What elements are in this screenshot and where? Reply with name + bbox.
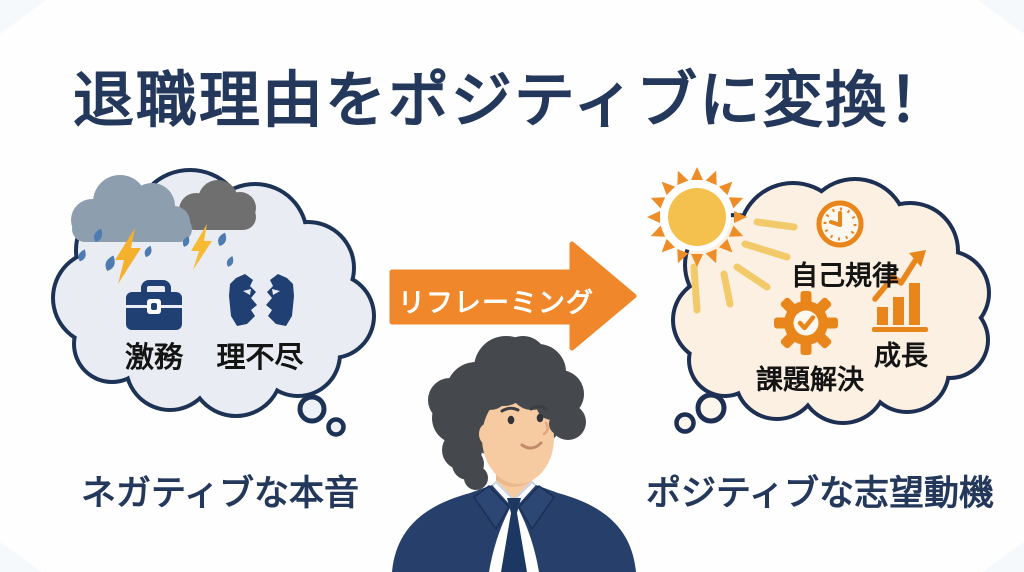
corner-accent-bottom-right [982, 542, 1024, 572]
caption-negative: ネガティブな本音 [81, 474, 359, 514]
caption-positive: ポジティブな志望動機 [646, 474, 994, 514]
sunbeam-lines [690, 218, 798, 314]
lightning-icon [191, 224, 212, 270]
face-features [500, 405, 549, 450]
gear-check-icon [774, 291, 838, 355]
thought-bubble [695, 392, 727, 424]
face [482, 392, 554, 484]
label-self-discipline: 自己規律 [791, 261, 899, 292]
label-unreasonable: 理不尽 [216, 340, 304, 374]
thought-cloud-negative [51, 168, 376, 437]
storm-cloud-icon [71, 175, 192, 242]
thought-bubble [326, 417, 346, 437]
businessman-illustration [392, 336, 636, 572]
page-title: 退職理由をポジティブに変換！ [72, 65, 952, 136]
thought-bubble [674, 412, 696, 434]
label-growth: 成長 [874, 341, 928, 372]
reframing-arrow [389, 241, 637, 351]
label-overwork: 激務 [124, 340, 183, 374]
corner-accent-top-right [978, 0, 1024, 34]
lightning-icon [115, 228, 141, 284]
reframing-arrow-label: リフレーミング [398, 288, 594, 319]
sun-icon [647, 167, 747, 267]
corner-accent-bottom-left [0, 542, 42, 572]
thought-bubble [297, 394, 327, 424]
thought-cloud-positive [647, 167, 991, 434]
growth-chart-icon [872, 250, 928, 332]
conflict-faces-icon [229, 274, 294, 326]
label-problem-solving: 課題解決 [756, 365, 864, 396]
cloud-fill [675, 181, 987, 421]
corner-accent-top-left [0, 0, 46, 34]
tie [507, 498, 521, 513]
briefcase-icon [126, 280, 182, 330]
clock-icon [816, 200, 864, 248]
